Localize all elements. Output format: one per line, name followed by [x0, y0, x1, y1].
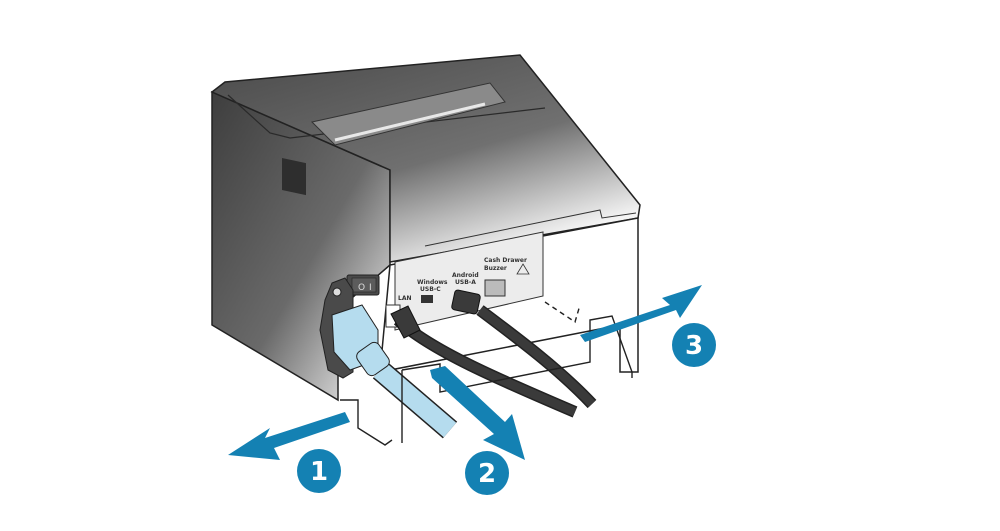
warning-icon	[516, 263, 530, 275]
port-label-cash-drawer-line1: Cash Drawer	[484, 257, 527, 264]
paper-slot-edge	[334, 102, 486, 142]
step-number-2: 2	[478, 459, 496, 489]
port-label-cash-drawer-line2: Buzzer	[484, 265, 507, 272]
step-3-arrow	[580, 285, 702, 342]
port-label-usb-a-line1: Android	[452, 272, 479, 279]
printer-top-cover	[210, 54, 641, 263]
usb-a-cable-fill	[477, 306, 596, 408]
step-badge-1: 1	[297, 449, 341, 493]
step-1-arrow	[228, 412, 350, 460]
switch-off-symbol: O	[358, 283, 365, 293]
port-label-usb-c-line1: Windows	[417, 279, 448, 286]
usb-a-connector	[451, 289, 481, 315]
port-label-lan: LAN	[398, 295, 412, 302]
step-2-arrow	[430, 366, 525, 460]
switch-on-symbol: I	[369, 283, 372, 293]
cable-cover-left-leg	[340, 399, 393, 446]
usb-c-port	[421, 295, 433, 303]
step-badge-3: 3	[672, 323, 716, 367]
power-plug-neck	[356, 341, 390, 377]
cable-cover-dashed-edge	[544, 301, 581, 324]
rear-step-line	[424, 209, 637, 247]
cash-drawer-port	[484, 279, 506, 297]
printer-body	[210, 54, 641, 402]
port-labels: LAN Windows USB-C Android USB-A Cash Dra…	[398, 257, 530, 302]
inlet-screw-icon	[332, 287, 342, 297]
port-label-usb-a-line2: USB-A	[455, 279, 476, 286]
data-cables	[390, 289, 597, 418]
power-cable	[331, 304, 458, 439]
step-arrows	[228, 285, 702, 460]
paper-slot	[311, 82, 506, 146]
side-window	[282, 158, 306, 196]
power-cable-cord-fill	[373, 362, 457, 438]
step-number-3: 3	[685, 331, 703, 361]
port-label-usb-c-line2: USB-C	[420, 286, 441, 293]
step-badge-2: 2	[465, 451, 509, 495]
lan-connector	[390, 305, 421, 339]
step-number-1: 1	[310, 457, 328, 487]
